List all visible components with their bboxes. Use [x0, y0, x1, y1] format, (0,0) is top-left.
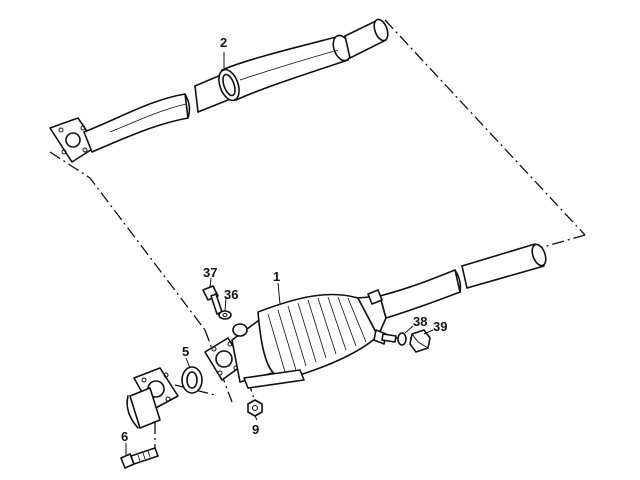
- callout-37: 37: [203, 265, 217, 280]
- callout-39: 39: [433, 319, 447, 334]
- assembly-centerlines: [49, 19, 586, 452]
- callout-36: 36: [224, 287, 238, 302]
- washer-38: [397, 332, 407, 346]
- callout-labels: 2 1 37 36 5 38 39 9 6: [121, 35, 447, 444]
- callout-1: 1: [273, 269, 280, 284]
- callout-5: 5: [182, 344, 189, 359]
- front-pipe-muffler: [49, 18, 389, 163]
- leader-lines: [125, 52, 434, 456]
- catalytic-converter: [204, 243, 547, 389]
- callout-6: 6: [121, 429, 128, 444]
- callout-38: 38: [413, 314, 427, 329]
- washer-36: [218, 310, 232, 320]
- bolt-6: [120, 447, 159, 469]
- callout-9: 9: [252, 422, 259, 437]
- nut-39: [409, 329, 431, 353]
- rear-pipe-end: [126, 367, 179, 429]
- bolt-37: [202, 285, 223, 315]
- hardware: [120, 285, 431, 469]
- gasket-5: [181, 366, 203, 394]
- nut-9: [247, 399, 263, 417]
- callout-2: 2: [220, 35, 227, 50]
